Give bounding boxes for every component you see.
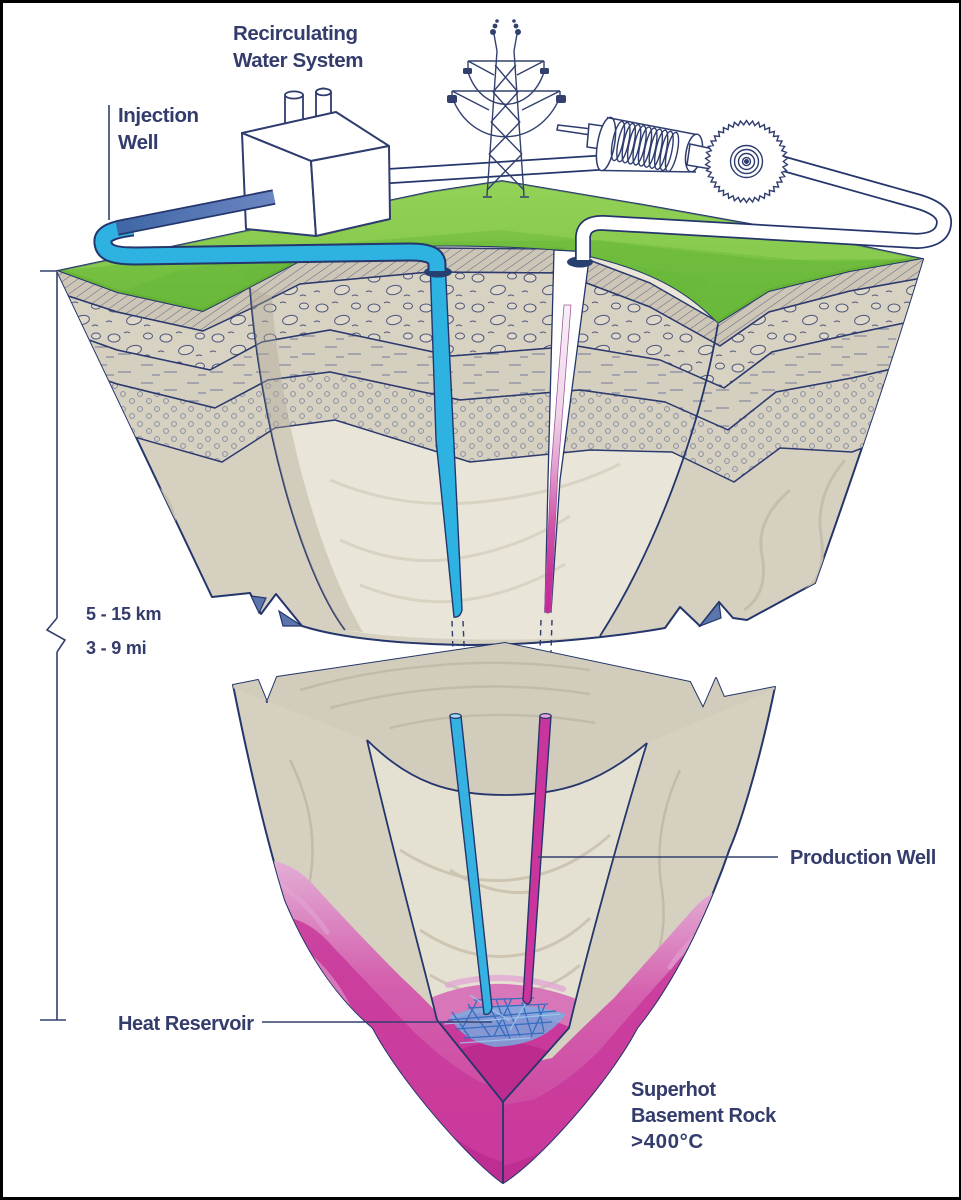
- svg-text:Water System: Water System: [233, 49, 363, 72]
- svg-text:Heat Reservoir: Heat Reservoir: [118, 1013, 254, 1035]
- svg-text:Well: Well: [118, 131, 158, 154]
- svg-text:Injection: Injection: [118, 104, 199, 127]
- svg-text:Basement Rock: Basement Rock: [631, 1105, 777, 1127]
- svg-text:3 - 9 mi: 3 - 9 mi: [86, 638, 146, 658]
- svg-text:Superhot: Superhot: [631, 1079, 716, 1101]
- svg-text:5 - 15 km: 5 - 15 km: [86, 604, 161, 624]
- svg-text:>400°C: >400°C: [631, 1130, 704, 1153]
- svg-text:Recirculating: Recirculating: [233, 22, 358, 45]
- svg-text:Production Well: Production Well: [790, 847, 936, 869]
